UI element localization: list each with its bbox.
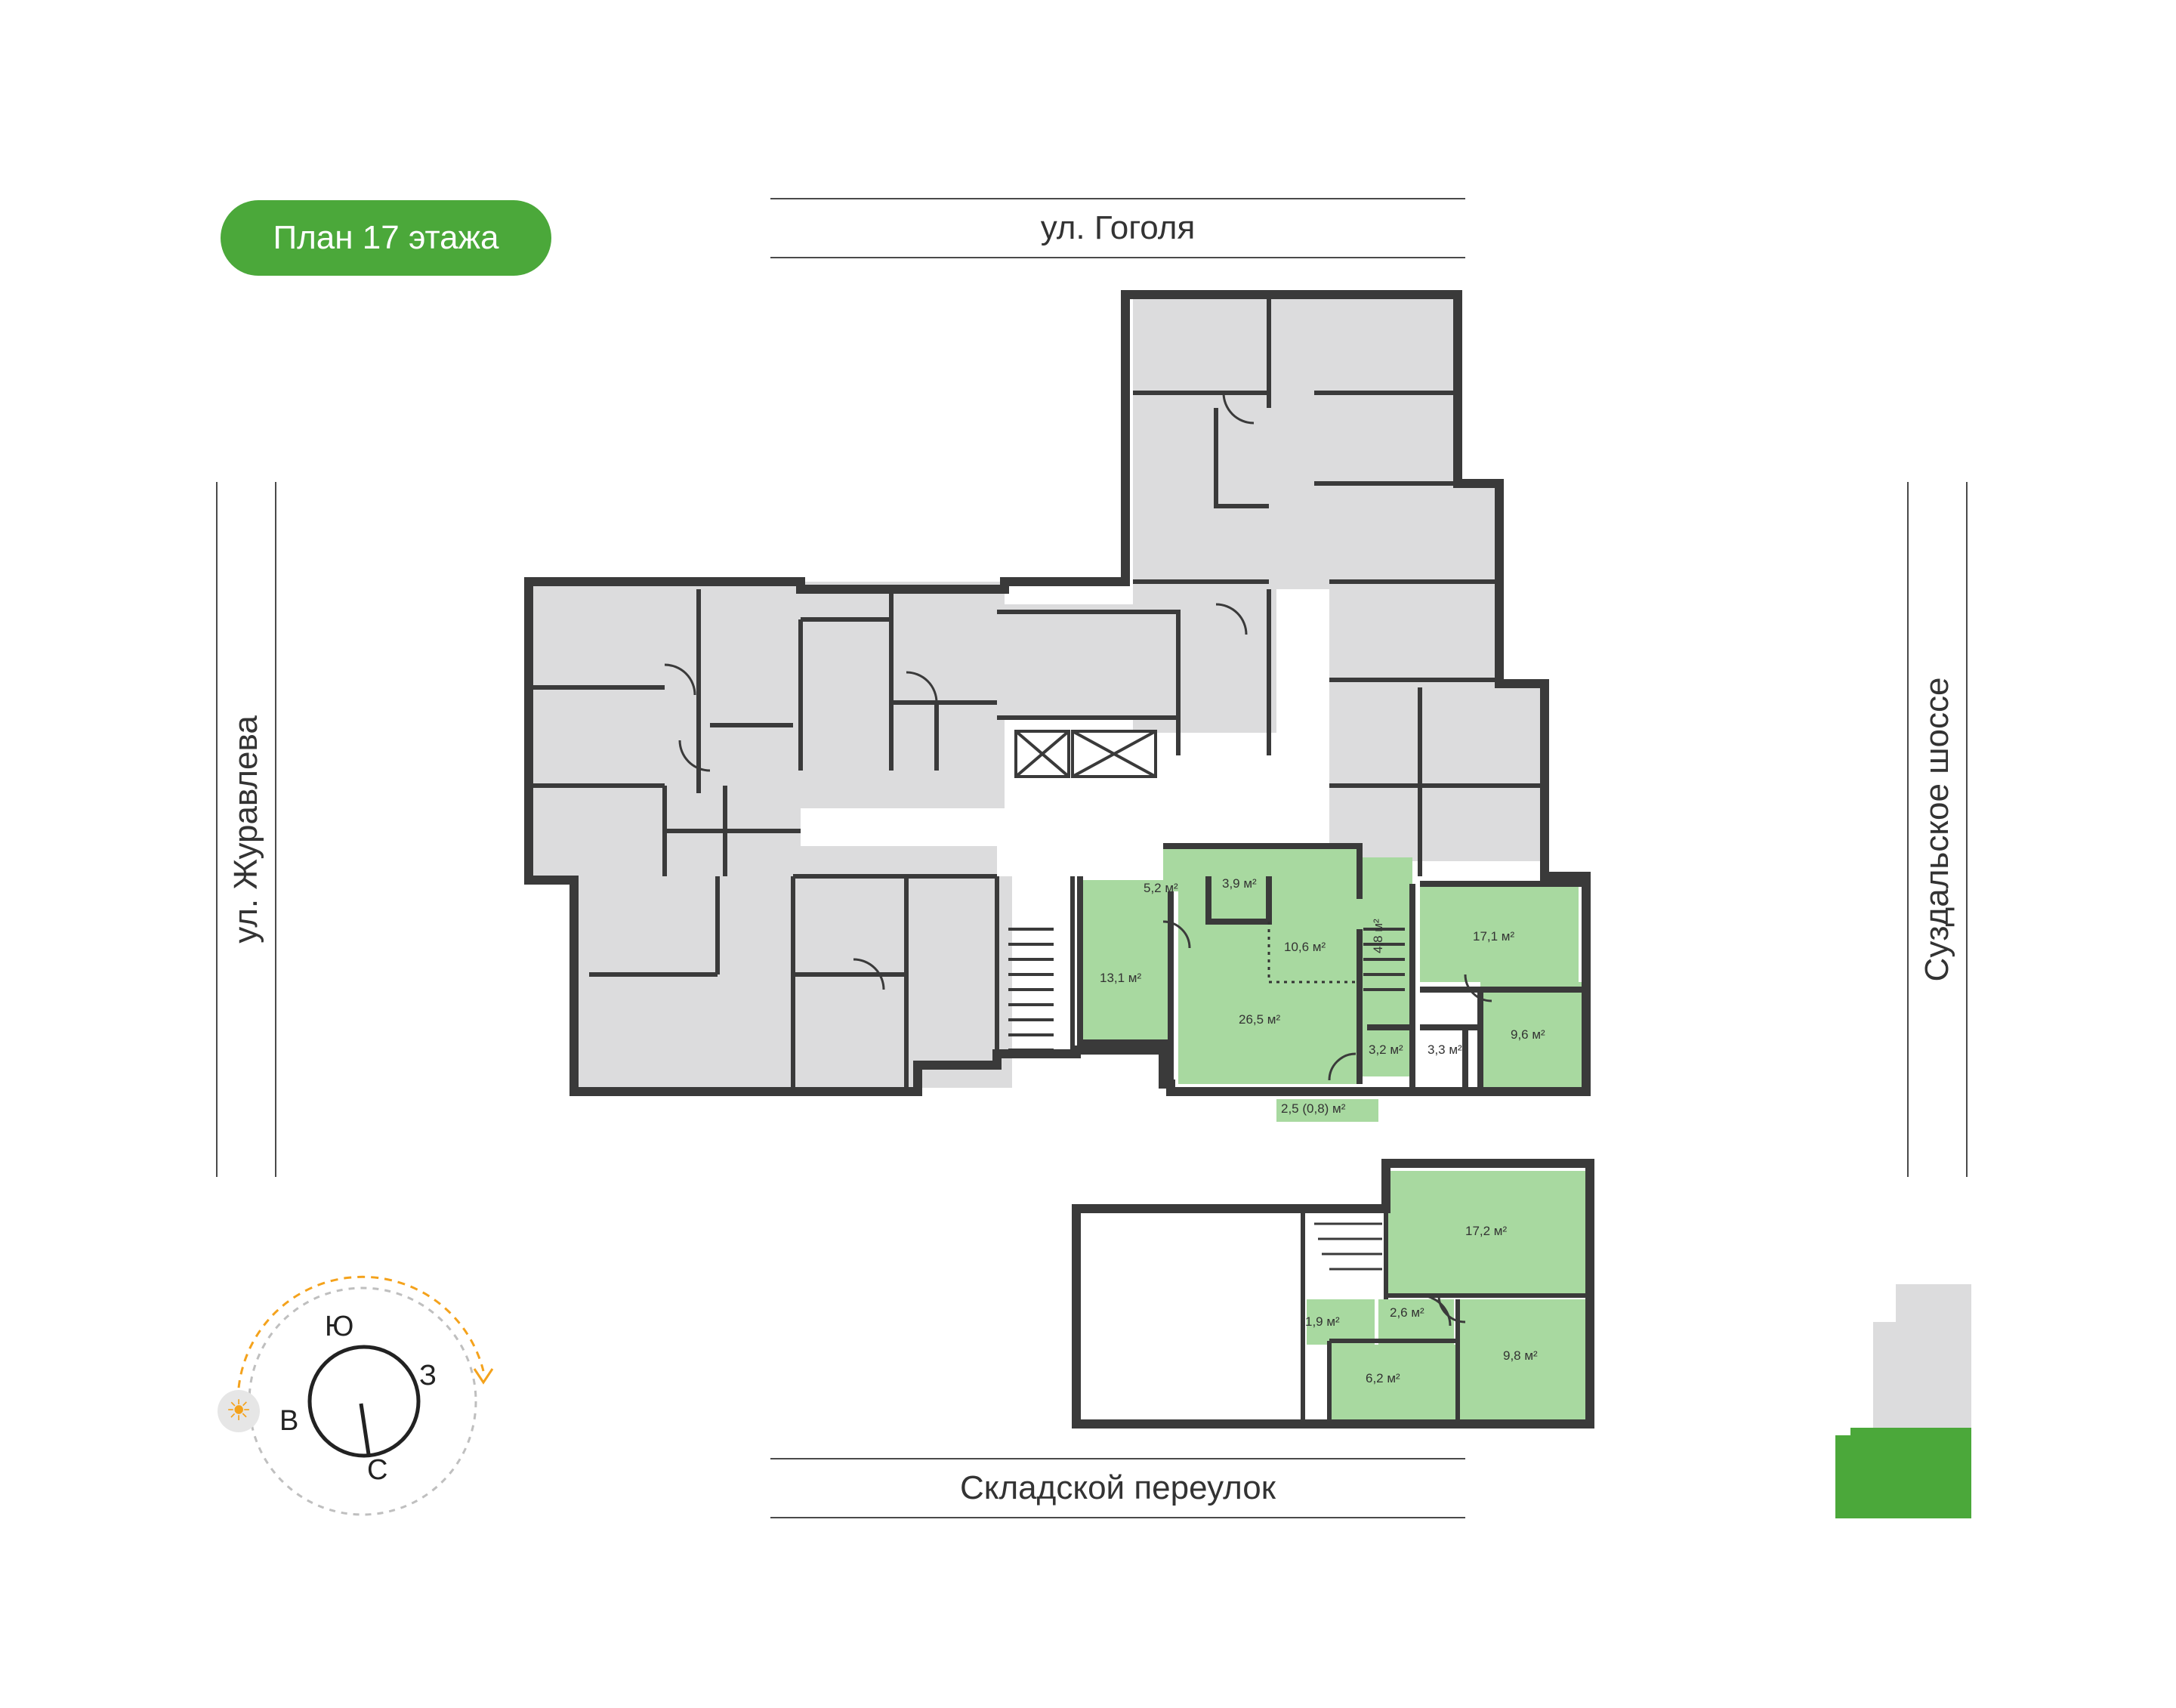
- building-annex: [1072, 1159, 1594, 1428]
- compass-north: С: [367, 1454, 388, 1486]
- balcony-area-label: 2,5 (0,8) м²: [1281, 1101, 1346, 1116]
- compass-south: Ю: [325, 1311, 354, 1342]
- compass: [236, 1275, 494, 1516]
- room-area-label: 3,3 м²: [1428, 1042, 1462, 1057]
- room-area-label: 9,6 м²: [1511, 1027, 1545, 1042]
- compass-east: В: [279, 1405, 299, 1437]
- sun-icon: ☀: [218, 1390, 260, 1432]
- street-east: Суздальское шоссе: [1907, 482, 1968, 1177]
- compass-west: З: [419, 1360, 437, 1391]
- street-west: ул. Журавлева: [216, 482, 276, 1177]
- room-area-label: 17,2 м²: [1465, 1224, 1508, 1238]
- room-area-label: 17,1 м²: [1473, 929, 1515, 944]
- room-area-label: 4,8 м²: [1371, 919, 1385, 953]
- floor-plan-title: План 17 этажа: [221, 200, 551, 276]
- street-north: ул. Гоголя: [770, 198, 1465, 258]
- room-area-label: 6,2 м²: [1366, 1371, 1400, 1385]
- room-area-label: 26,5 м²: [1239, 1012, 1281, 1027]
- room-area-label: 5,2 м²: [1144, 881, 1178, 895]
- room-area-label: 1,9 м²: [1305, 1314, 1340, 1329]
- room-area-label: 2,6 м²: [1390, 1305, 1424, 1320]
- room-area-label: 13,1 м²: [1100, 971, 1142, 985]
- street-south: Складской переулок: [770, 1458, 1465, 1518]
- building-main: [524, 290, 1591, 1122]
- room-area-label: 3,9 м²: [1222, 876, 1257, 891]
- room-area-label: 3,2 м²: [1369, 1042, 1403, 1057]
- street-south-label: Складской переулок: [959, 1469, 1276, 1506]
- street-north-label: ул. Гоголя: [1040, 209, 1196, 246]
- room-area-label: 10,6 м²: [1284, 940, 1326, 954]
- room-area-label: 9,8 м²: [1503, 1348, 1538, 1363]
- location-minimap: [1835, 1284, 1971, 1518]
